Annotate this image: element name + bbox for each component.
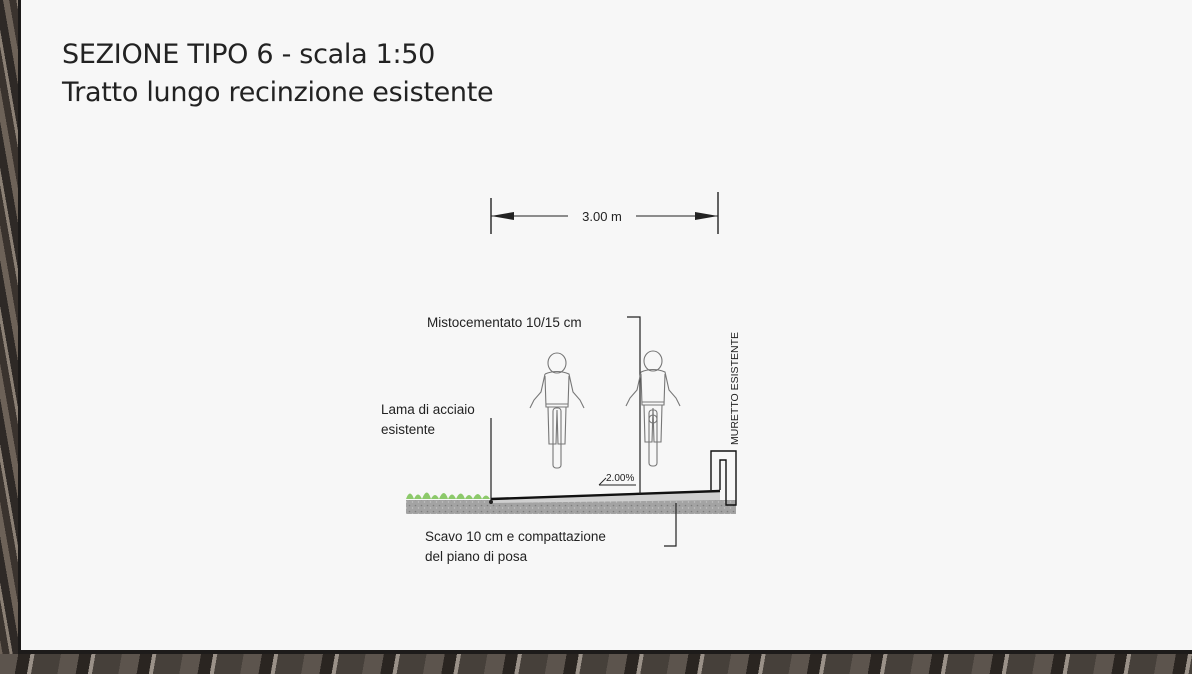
- title-line-1: SEZIONE TIPO 6 - scala 1:50: [62, 39, 436, 70]
- excavation-label-1: Scavo 10 cm e compattazione: [425, 529, 606, 544]
- ground-section: [406, 489, 736, 514]
- slope-indicator: 2.00%: [598, 473, 636, 486]
- grass-verge: [406, 492, 490, 499]
- dimension-arrow-right: [695, 212, 718, 220]
- excavation-label-2: del piano di posa: [425, 549, 528, 564]
- photo-edge-left: [0, 0, 18, 674]
- slope-label: 2.00%: [606, 473, 634, 484]
- dimension-label: 3.00 m: [582, 209, 622, 224]
- gravel-bed: [406, 500, 736, 514]
- photo-edge-bottom: [0, 654, 1192, 674]
- drawing-sheet: [18, 0, 1192, 654]
- surface-label: Mistocementato 10/15 cm: [427, 315, 582, 330]
- excavation-callout: Scavo 10 cm e compattazione del piano di…: [425, 503, 677, 564]
- steel-edge-label-2: esistente: [381, 422, 435, 437]
- dimension-line: 3.00 m: [490, 192, 719, 234]
- steel-edge-callout: Lama di acciaio esistente: [381, 402, 493, 504]
- surface-callout: Mistocementato 10/15 cm: [427, 315, 641, 494]
- title-line-2: Tratto lungo recinzione esistente: [62, 77, 494, 108]
- section-title: SEZIONE TIPO 6 - scala 1:50 Tratto lungo…: [62, 36, 494, 112]
- path-surface-line: [490, 489, 721, 501]
- cyclist-figure-left: [529, 352, 585, 469]
- existing-wall: MURETTO ESISTENTE: [710, 332, 741, 506]
- wall-label: MURETTO ESISTENTE: [729, 332, 741, 445]
- steel-edge-marker: [489, 500, 493, 504]
- steel-edge-label-1: Lama di acciaio: [381, 402, 475, 417]
- dimension-arrow-left: [491, 212, 514, 220]
- cyclist-figure-right: [625, 350, 681, 467]
